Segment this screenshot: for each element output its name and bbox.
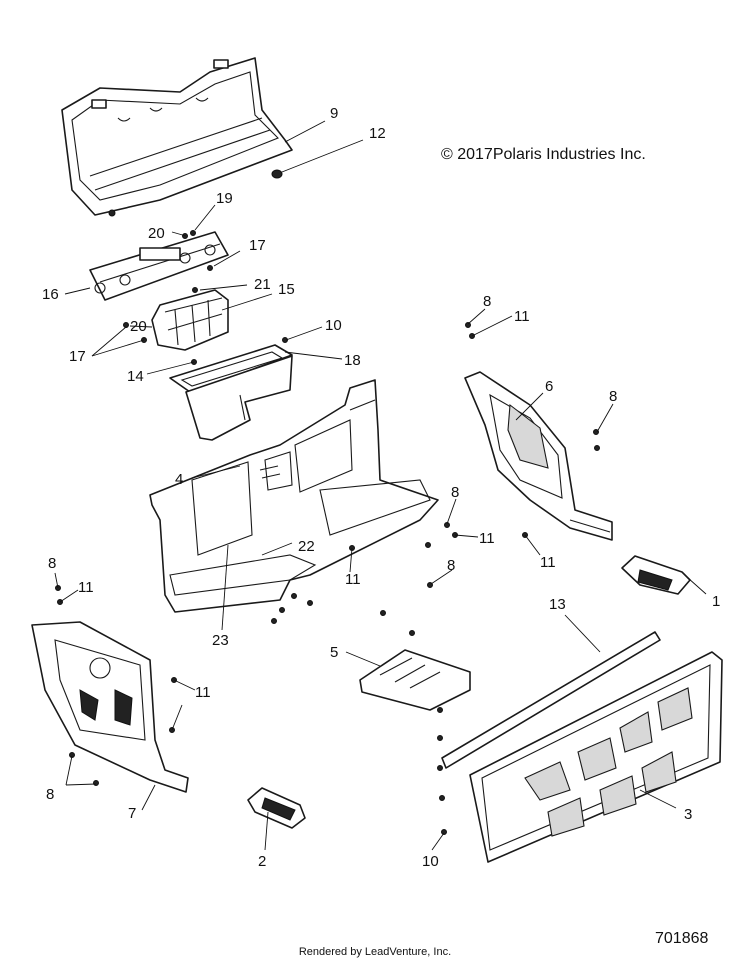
callout-9: 9 (330, 105, 338, 122)
part-4-floor-panel (149, 379, 439, 613)
callout-11-upper-right: 11 (514, 308, 530, 325)
callout-1: 1 (712, 593, 720, 610)
callout-18: 18 (344, 352, 361, 369)
callout-19: 19 (216, 190, 233, 207)
callout-22: 22 (298, 538, 315, 555)
fasteners (55, 209, 600, 835)
callout-6: 6 (545, 378, 553, 395)
part-2-left-footrest (247, 787, 306, 829)
callout-8-bottom-left: 8 (46, 786, 54, 803)
part-13-rail-strip (441, 631, 661, 769)
callout-2: 2 (258, 853, 266, 870)
callout-3: 3 (684, 806, 692, 823)
callout-5: 5 (330, 644, 338, 661)
callout-7: 7 (128, 805, 136, 822)
part-15-molding (151, 289, 229, 351)
leader-lines (54, 120, 707, 851)
callout-11-left-panel: 11 (195, 684, 211, 701)
part-16-bracket (89, 231, 229, 301)
callout-20-mid: 20 (130, 318, 147, 335)
callout-10-top: 10 (325, 317, 342, 334)
callout-21: 21 (254, 276, 271, 293)
copyright-notice: © 2017Polaris Industries Inc. (441, 146, 646, 163)
callout-17-top: 17 (249, 237, 266, 254)
callout-11-center-right: 11 (479, 530, 495, 547)
part-18-storage-bin (169, 344, 293, 441)
callout-12: 12 (369, 125, 386, 142)
rendered-by: Rendered by LeadVenture, Inc. (298, 946, 452, 958)
callout-16: 16 (42, 286, 59, 303)
callout-4: 4 (175, 471, 183, 488)
callout-8-lower-center: 8 (447, 557, 455, 574)
callout-11-right: 11 (540, 554, 556, 571)
callout-8-right: 8 (609, 388, 617, 405)
callout-8-center: 8 (451, 484, 459, 501)
callout-20-top: 20 (148, 225, 165, 242)
part-1-right-footrest (621, 555, 691, 595)
part-12-bushing (271, 169, 283, 179)
callout-23: 23 (212, 632, 229, 649)
callout-labels: 9 12 19 20 17 16 21 15 20 17 14 10 18 4 … (42, 105, 720, 870)
part-3-rear-panel (469, 651, 723, 863)
callout-10-bottom: 10 (422, 853, 439, 870)
callout-14: 14 (127, 368, 144, 385)
callout-8-upper-right: 8 (483, 293, 491, 310)
callout-15: 15 (278, 281, 295, 298)
callout-11-left: 11 (78, 579, 94, 596)
part-5-center-bracket (359, 649, 471, 711)
part-7-left-side-panel (31, 621, 189, 793)
callout-11-center: 11 (345, 571, 361, 588)
part-6-right-side-panel (464, 371, 613, 541)
callout-13: 13 (549, 596, 566, 613)
part-9-top-panel (61, 57, 293, 216)
callout-8-left: 8 (48, 555, 56, 572)
callout-17-mid: 17 (69, 348, 86, 365)
diagram-id: 701868 (655, 930, 709, 947)
